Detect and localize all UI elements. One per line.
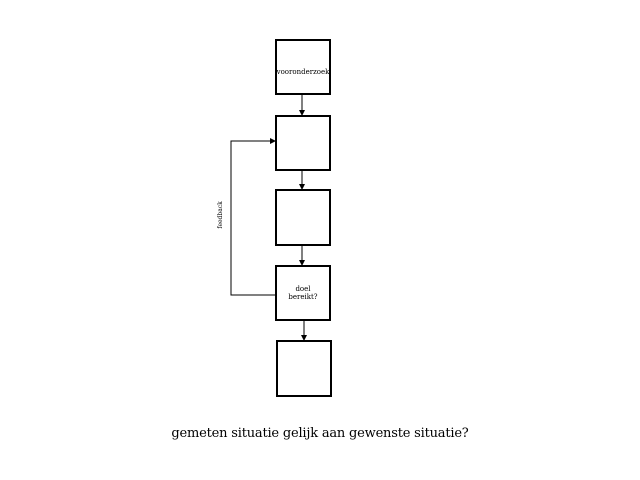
vooronderzoek-label: vooronderzoek <box>276 68 330 76</box>
bereikt-label: bereikt? <box>288 293 317 301</box>
node-step5 <box>276 340 332 397</box>
doel-label: doel <box>295 285 311 293</box>
node-step2 <box>275 115 331 171</box>
node-vooronderzoek <box>275 39 331 95</box>
node-step3 <box>275 189 331 246</box>
arrow-vooronderzoek-to-step2 <box>299 94 305 116</box>
arrow-decision-to-step5 <box>301 320 307 341</box>
feedback-label: feedback <box>217 201 224 229</box>
arrow-step3-to-decision <box>299 245 305 266</box>
feedback-loop-arrow <box>230 138 277 296</box>
node-doel-bereikt <box>275 265 331 321</box>
caption-question: gemeten situatie gelijk aan gewenste sit… <box>171 426 469 441</box>
arrow-step2-to-step3 <box>299 170 305 190</box>
